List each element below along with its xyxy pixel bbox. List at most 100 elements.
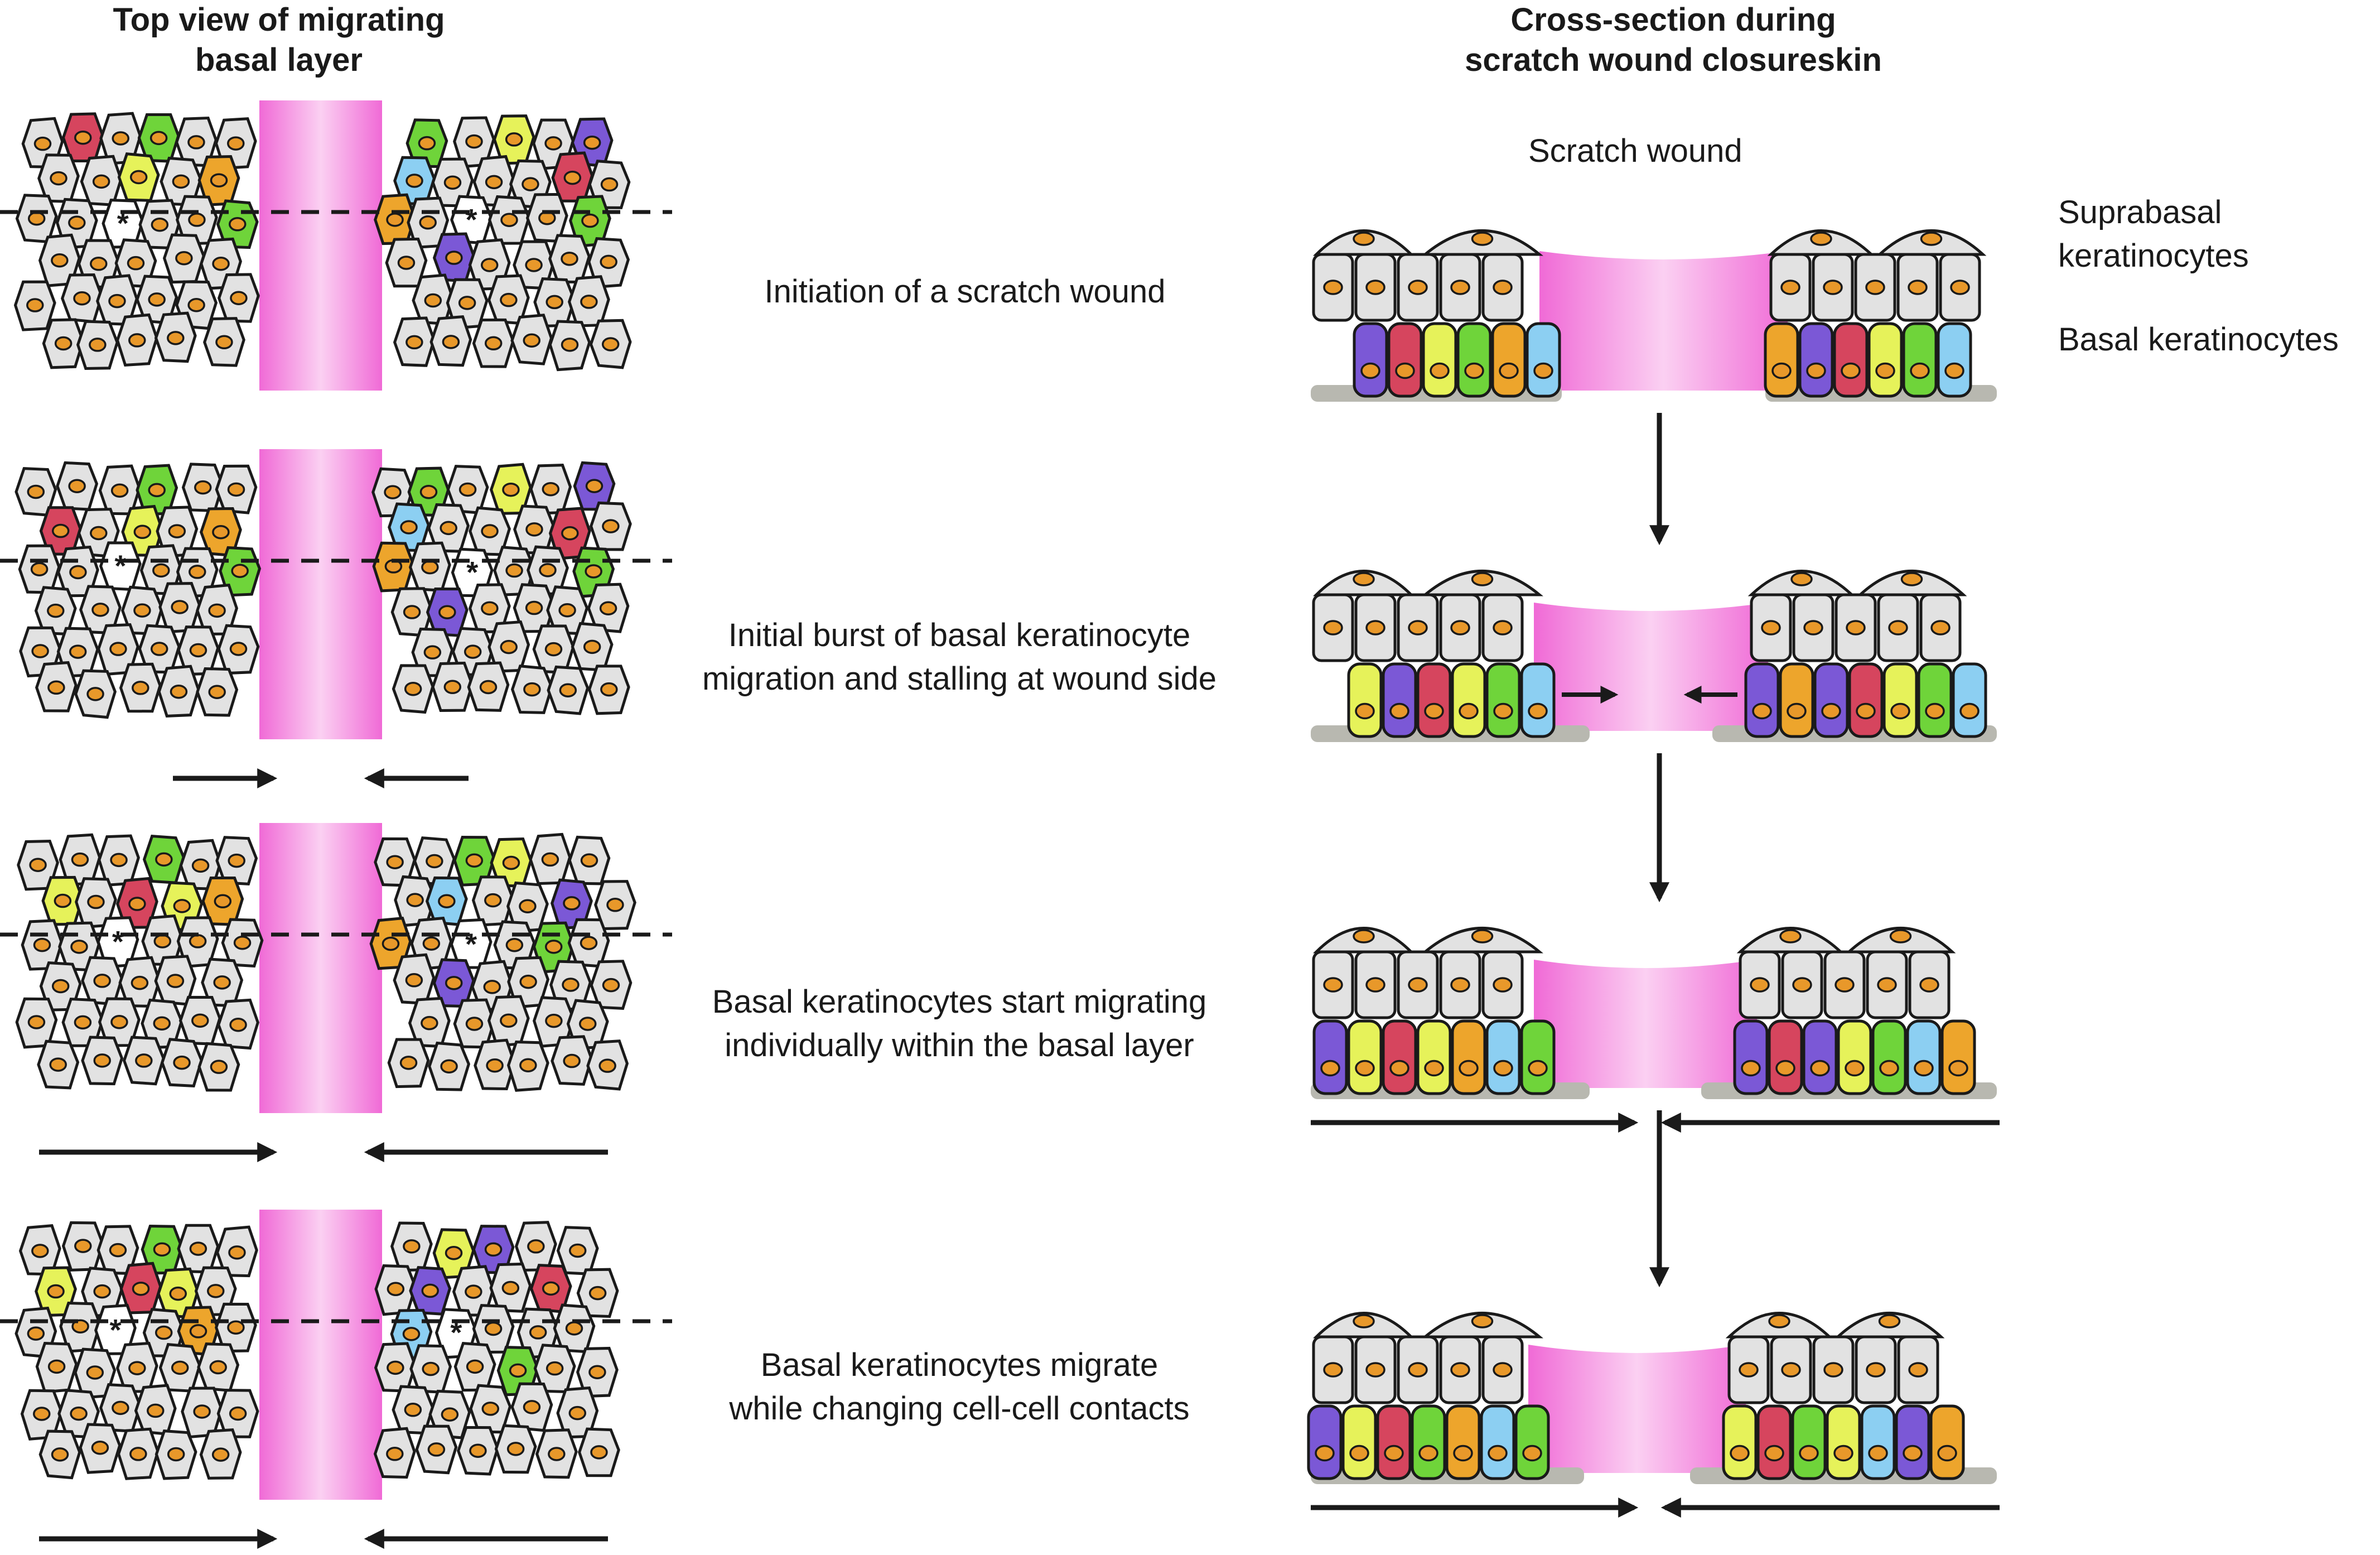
wound-gap <box>259 1210 382 1500</box>
nucleus <box>1315 1445 1335 1462</box>
nucleus <box>583 639 601 654</box>
nucleus <box>1875 362 1895 379</box>
basal-keratinocyte <box>1520 662 1556 738</box>
nucleus <box>1761 620 1781 636</box>
basal-keratinocyte <box>1802 1019 1838 1095</box>
nucleus <box>469 1443 487 1458</box>
nucleus <box>215 335 233 350</box>
nucleus <box>443 680 462 695</box>
nucleus <box>91 1441 109 1455</box>
nucleus <box>187 298 205 312</box>
basal-label: Basal keratinocytes <box>2058 321 2339 358</box>
basal-keratinocyte <box>1848 662 1884 738</box>
nucleus <box>1493 620 1513 636</box>
nucleus <box>171 1360 189 1375</box>
nucleus <box>506 1442 525 1456</box>
nucleus <box>1810 232 1832 246</box>
nucleus <box>480 258 499 272</box>
nucleus <box>578 1017 597 1031</box>
basal-keratinocyte <box>1451 1019 1486 1095</box>
nucleus <box>87 894 105 909</box>
nucleus <box>73 291 91 306</box>
nucleus <box>47 680 65 695</box>
nucleus <box>90 257 108 271</box>
nucleus <box>71 852 89 867</box>
basal-keratinocyte <box>1387 322 1423 398</box>
nucleus <box>93 974 111 988</box>
nucleus <box>443 175 462 190</box>
nucleus <box>1493 1362 1513 1378</box>
nucleus <box>1821 702 1841 720</box>
nucleus <box>562 978 580 992</box>
basal-keratinocyte <box>1451 662 1486 738</box>
basal-keratinocyte <box>1514 1404 1550 1480</box>
nucleus <box>600 682 618 697</box>
nucleus <box>148 292 166 307</box>
nucleus <box>423 645 442 659</box>
nucleus <box>1889 929 1912 943</box>
basal-keratinocyte <box>1940 1019 1976 1095</box>
nucleus <box>424 293 442 308</box>
nucleus <box>1959 702 1980 720</box>
nucleus <box>1365 280 1385 295</box>
nucleus <box>505 132 523 147</box>
nucleus <box>583 135 601 150</box>
nucleus <box>445 251 463 265</box>
nucleus <box>1879 1060 1899 1077</box>
nucleus <box>1841 362 1861 379</box>
basal-keratinocyte <box>1882 662 1918 738</box>
nucleus <box>600 177 619 192</box>
nucleus <box>1323 977 1343 993</box>
nucleus <box>523 1400 541 1414</box>
nucleus <box>1488 1445 1508 1462</box>
nucleus <box>191 1013 209 1028</box>
nucleus <box>563 896 581 911</box>
nucleus <box>152 563 170 578</box>
nucleus <box>1353 929 1375 943</box>
nucleus <box>69 565 87 580</box>
nucleus <box>1810 1060 1830 1077</box>
nucleus <box>1471 1314 1494 1328</box>
nucleus <box>519 899 537 914</box>
nucleus <box>1355 702 1375 720</box>
stage-1-caption: Initiation of a scratch wound <box>764 273 1166 310</box>
nucleus <box>1355 1060 1375 1077</box>
nucleus <box>153 1016 171 1031</box>
nucleus <box>585 479 604 493</box>
basal-keratinocyte <box>1744 662 1780 738</box>
nucleus <box>112 1400 129 1416</box>
nucleus <box>525 600 543 615</box>
nucleus <box>585 564 602 579</box>
nucleus <box>1323 620 1343 636</box>
nucleus <box>70 940 88 954</box>
basal-keratinocyte <box>1917 662 1953 738</box>
basal-keratinocyte <box>1480 1404 1515 1480</box>
basal-keratinocyte <box>1307 1404 1343 1480</box>
nucleus <box>561 252 578 266</box>
nucleus <box>481 524 499 538</box>
nucleus <box>135 1053 153 1068</box>
stage-3-caption: Basal keratinocytes start migrating indi… <box>712 984 1207 1063</box>
nucleus <box>545 295 563 310</box>
nucleus <box>1459 702 1479 720</box>
nucleus <box>227 136 245 151</box>
nucleus <box>54 336 73 351</box>
basal-keratinocyte <box>1768 1019 1803 1095</box>
nucleus <box>167 331 185 345</box>
nucleus <box>421 1283 439 1298</box>
nucleus <box>1471 929 1494 943</box>
nucleus <box>1845 1060 1865 1077</box>
basal-keratinocyte <box>1733 1019 1769 1095</box>
nucleus <box>189 565 206 579</box>
nucleus <box>1450 977 1470 993</box>
nucleus <box>481 1402 500 1416</box>
nucleus <box>484 1242 503 1257</box>
top-view-stage-2: ** <box>0 449 672 788</box>
nucleus <box>1866 1362 1886 1378</box>
nucleus <box>153 1242 171 1257</box>
nucleus <box>27 211 46 226</box>
nucleus <box>505 937 524 952</box>
nucleus <box>1353 232 1375 246</box>
nucleus <box>51 253 69 268</box>
nucleus <box>590 1445 608 1460</box>
